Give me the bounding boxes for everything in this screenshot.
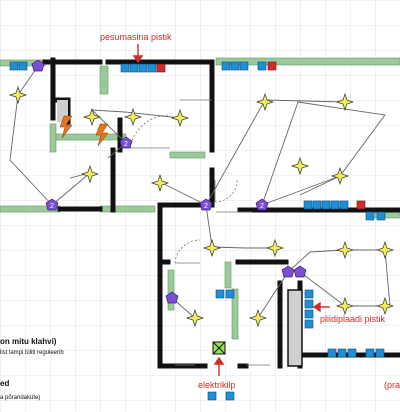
legend-line-1: on mitu klahvi) — [0, 337, 57, 346]
switches — [31, 59, 307, 304]
label-right-cut: (pra — [384, 380, 400, 390]
shaft — [57, 100, 68, 122]
pillar — [287, 289, 303, 367]
svg-text:2: 2 — [124, 141, 128, 148]
legend-line-3: ed — [0, 379, 9, 388]
heater-icons — [59, 115, 109, 147]
electrical-panel — [212, 341, 226, 355]
legend-line-2: list lampi lüliti reguleerib — [0, 350, 64, 356]
label-tile-socket: pliidiplaadi pistik — [320, 314, 386, 324]
label-washing-machine-socket: pesumasina pistik — [100, 32, 172, 42]
label-electrical-panel: elektrikilp — [198, 380, 236, 390]
switch-digits: 2 2 2 2 — [50, 141, 264, 210]
red-arrows — [132, 44, 330, 376]
sockets-special — [156, 61, 366, 210]
svg-text:2: 2 — [260, 203, 264, 210]
sockets — [9, 61, 386, 401]
svg-text:2: 2 — [204, 203, 208, 210]
svg-text:2: 2 — [50, 203, 54, 210]
legend-line-4: a põrandaküte) — [0, 395, 40, 401]
ceiling-lights — [8, 85, 395, 328]
